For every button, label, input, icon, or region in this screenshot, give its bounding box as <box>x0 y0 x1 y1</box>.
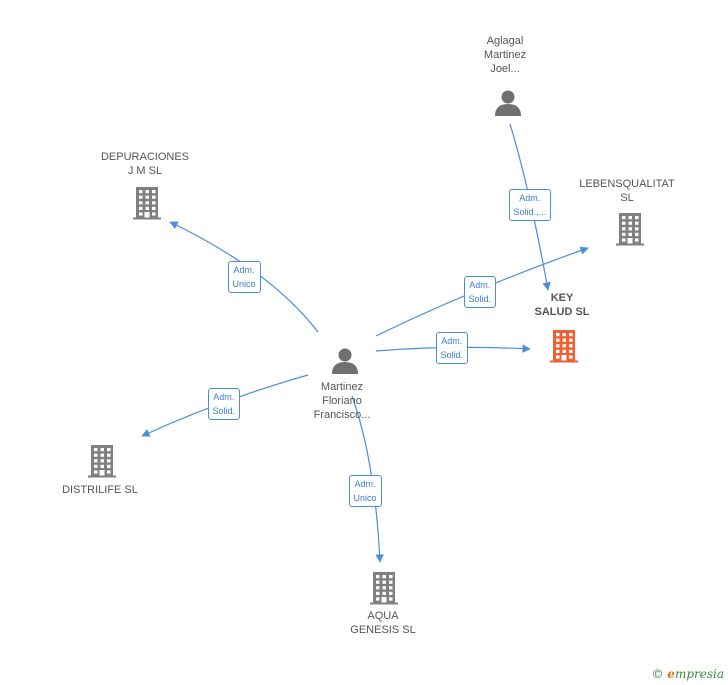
relation-label-line: Adm. <box>519 193 541 203</box>
building-icon[interactable] <box>370 572 398 605</box>
building-icon[interactable] <box>550 330 578 363</box>
node-label-line: LEBENSQUALITAT <box>579 178 675 190</box>
brand-name: mpresia <box>674 667 724 681</box>
building-icon[interactable] <box>133 187 161 220</box>
node-label-line: J M SL <box>127 165 163 177</box>
relation-label-line: Solid. <box>468 294 492 304</box>
relation-label[interactable]: Adm. Unico <box>348 475 382 507</box>
relation-label[interactable]: Adm. Solid. <box>207 388 241 420</box>
relation-label-line: Adm. <box>441 336 463 346</box>
node-label-line: GENESIS SL <box>350 624 416 636</box>
relation-label-line: Solid. <box>212 406 236 416</box>
person-icon[interactable] <box>495 90 521 117</box>
relation-label-line: Adm. <box>469 280 491 290</box>
node-label-line: Aglagal <box>486 35 524 47</box>
node-label-co-aqua[interactable]: AQUA GENESIS SL <box>338 609 428 637</box>
node-label-line: Martinez <box>483 49 527 61</box>
building-icon[interactable] <box>88 445 116 478</box>
node-label-co-depuraciones[interactable]: DEPURACIONES J M SL <box>90 150 200 178</box>
node-label-line: DISTRILIFE SL <box>62 484 138 496</box>
copyright-symbol: © <box>651 667 664 681</box>
relation-label-line: Unico <box>232 279 256 289</box>
node-label-line: DEPURACIONES <box>100 151 190 163</box>
relation-label-line: Adm. <box>354 479 376 489</box>
node-label-line: Floriano <box>322 395 362 407</box>
relation-label-line: Solid.,... <box>513 207 547 217</box>
node-label-co-key-salud[interactable]: KEY SALUD SL <box>522 291 602 319</box>
relation-edge-person-martinez-to-co-aqua <box>351 395 384 563</box>
node-label-line: Joel... <box>490 63 520 75</box>
node-label-line: SL <box>620 192 634 204</box>
brand-initial: e <box>667 667 675 681</box>
relation-label[interactable]: Adm. Solid. <box>463 276 497 308</box>
node-label-co-distrilife[interactable]: DISTRILIFE SL <box>50 483 150 497</box>
node-label-co-lebensqualitat[interactable]: LEBENSQUALITAT SL <box>572 177 682 205</box>
node-label-line: KEY <box>550 292 574 304</box>
relation-label[interactable]: Adm. Solid.,... <box>508 189 552 221</box>
relation-label-line: Unico <box>353 493 377 503</box>
node-label-line: Martinez <box>320 381 364 393</box>
building-icon[interactable] <box>616 213 644 246</box>
relation-label[interactable]: Adm. Unico <box>227 261 261 293</box>
relation-label[interactable]: Adm. Solid. <box>435 332 469 364</box>
node-label-line: Francisco... <box>313 409 371 421</box>
relation-label-line: Solid. <box>440 350 464 360</box>
person-icon[interactable] <box>332 348 358 375</box>
relation-label-line: Adm. <box>213 392 235 402</box>
node-label-line: SALUD SL <box>534 306 590 318</box>
relation-label-line: Adm. <box>233 265 255 275</box>
copyright-notice[interactable]: © empresia <box>651 667 724 681</box>
node-label-line: AQUA <box>367 610 399 622</box>
